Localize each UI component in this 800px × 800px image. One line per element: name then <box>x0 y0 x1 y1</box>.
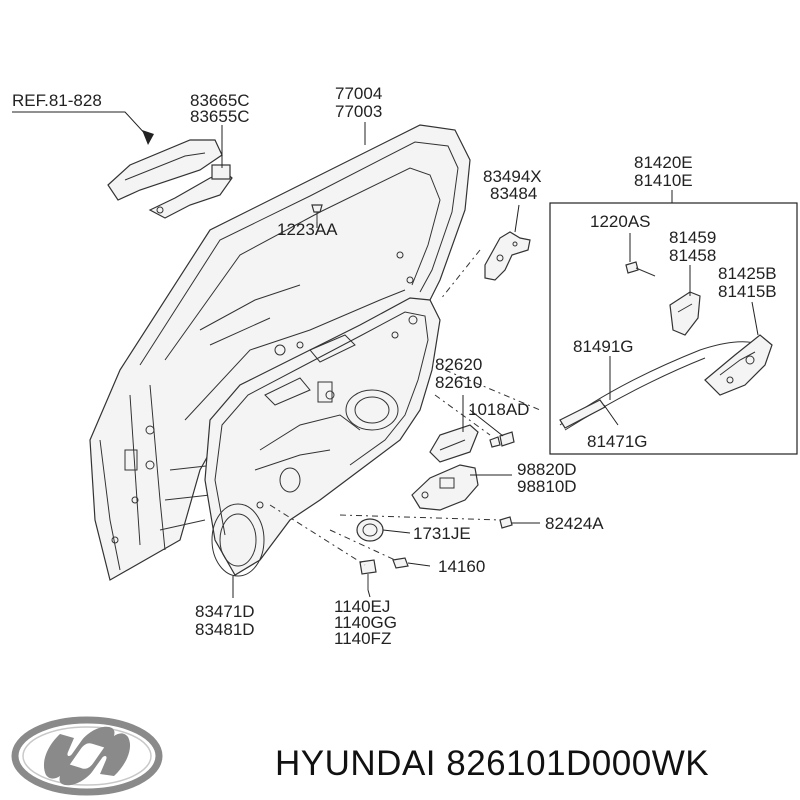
label-1223aa: 1223AA <box>277 220 338 239</box>
label-98820d: 98820D <box>517 460 577 479</box>
screw-1140-drawing <box>359 559 377 590</box>
inside-handle-drawing <box>429 424 479 463</box>
label-ref-81-828: REF.81-828 <box>12 91 102 110</box>
label-14160: 14160 <box>438 557 485 576</box>
label-77004: 77004 <box>335 84 382 103</box>
clip-14160-drawing <box>392 557 409 569</box>
label-81415b: 81415B <box>718 282 777 301</box>
door-latch-actuator-drawing <box>411 464 479 511</box>
door-shell-drawing <box>89 124 471 581</box>
label-83481d: 83481D <box>195 620 255 639</box>
label-83655c: 83655C <box>190 107 250 126</box>
label-81491g: 81491G <box>573 337 634 356</box>
part-labels: REF.81-828 83665C 83655C 77004 77003 834… <box>12 84 777 648</box>
label-83494x: 83494X <box>483 167 542 186</box>
label-81471g: 81471G <box>587 432 648 451</box>
label-82610: 82610 <box>435 373 482 392</box>
bolt-82424a-drawing <box>499 516 513 529</box>
label-98810d: 98810D <box>517 477 577 496</box>
label-81459: 81459 <box>669 228 716 247</box>
part-number-caption: HYUNDAI 826101D000WK <box>275 744 709 783</box>
grommet-1731je-drawing <box>356 518 384 542</box>
label-82620: 82620 <box>435 355 482 374</box>
leader-lines <box>12 111 759 598</box>
hyundai-logo-icon <box>11 716 163 796</box>
label-81420e: 81420E <box>634 153 693 172</box>
label-1140fz: 1140FZ <box>334 629 391 648</box>
screw-1223aa-drawing <box>311 204 323 222</box>
label-82424a: 82424A <box>545 514 604 533</box>
bolt-1018ad-drawing <box>489 431 515 448</box>
label-81458: 81458 <box>669 246 716 265</box>
label-77003: 77003 <box>335 102 382 121</box>
label-83484: 83484 <box>490 184 537 203</box>
hinge-bracket-drawing <box>484 231 531 281</box>
label-1220as: 1220AS <box>590 212 651 231</box>
label-81425b: 81425B <box>718 264 777 283</box>
outside-handle-drawing <box>107 139 233 219</box>
label-1140ej: 1140EJ <box>334 597 390 616</box>
label-81410e: 81410E <box>634 171 693 190</box>
label-83471d: 83471D <box>195 602 255 621</box>
door-trim-panel-drawing <box>204 297 441 577</box>
label-1731je: 1731JE <box>413 524 471 543</box>
label-1140gg: 1140GG <box>334 613 397 632</box>
label-1018ad: 1018AD <box>468 400 529 419</box>
label-83665c: 83665C <box>190 91 250 110</box>
